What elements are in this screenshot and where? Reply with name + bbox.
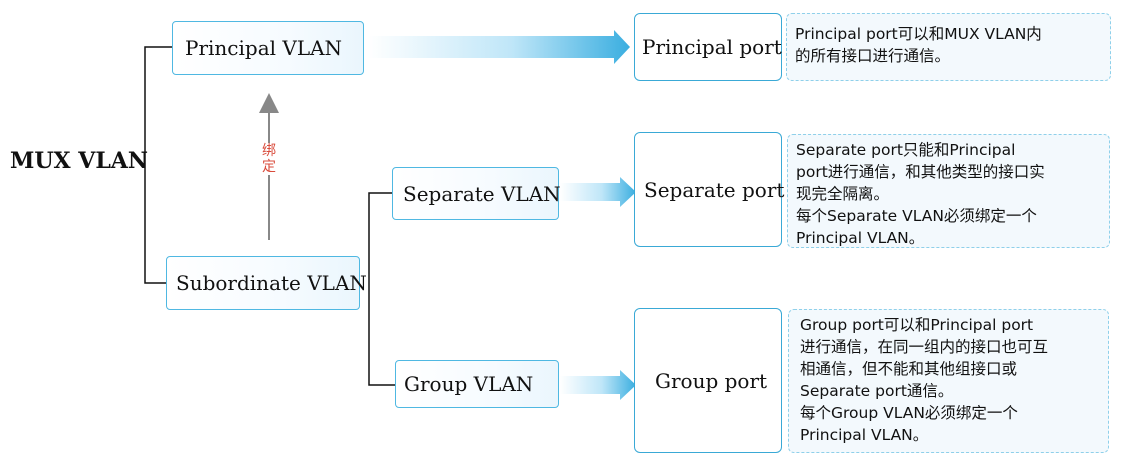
separate-port-label: Separate port — [644, 177, 785, 202]
note-line: Group port可以和Principal port — [800, 316, 1034, 334]
note-line: 现完全隔离。 — [796, 185, 890, 203]
note-line: 进行通信，在同一组内的接口也可互 — [800, 338, 1049, 356]
principal-note: Principal port可以和MUX VLAN内 的所有接口进行通信。 — [786, 13, 1111, 81]
note-line: Principal VLAN。 — [796, 229, 925, 247]
separate-arrow — [560, 177, 636, 207]
principal-port-label: Principal port — [642, 35, 782, 59]
note-line: Separate port只能和Principal — [796, 141, 1016, 159]
note-line: Principal VLAN。 — [800, 426, 929, 444]
subordinate-bracket — [368, 192, 396, 386]
separate-port-box: Separate port — [634, 132, 785, 247]
group-vlan-box: Group VLAN — [395, 360, 559, 408]
root-bracket — [144, 46, 172, 284]
subordinate-vlan-label: Subordinate VLAN — [176, 271, 367, 295]
note-line: 每个Separate VLAN必须绑定一个 — [796, 207, 1037, 225]
group-port-box: Group port — [634, 308, 782, 453]
note-line: port进行通信，和其他类型的接口实 — [796, 163, 1045, 181]
group-note: Group port可以和Principal port 进行通信，在同一组内的接… — [788, 309, 1109, 453]
note-line: 相通信，但不能和其他组接口或 — [800, 360, 1018, 378]
principal-vlan-box: Principal VLAN — [172, 21, 364, 75]
note-line: Principal port可以和MUX VLAN内 — [795, 25, 1042, 43]
separate-note: Separate port只能和Principal port进行通信，和其他类型… — [787, 134, 1110, 248]
principal-arrow — [368, 30, 630, 64]
bind-label: 绑定 — [261, 143, 277, 175]
principal-port-box: Principal port — [634, 13, 782, 81]
note-line: Separate port通信。 — [800, 382, 954, 400]
subordinate-vlan-box: Subordinate VLAN — [166, 256, 367, 310]
principal-vlan-label: Principal VLAN — [185, 36, 343, 60]
separate-vlan-label: Separate VLAN — [403, 181, 561, 206]
separate-vlan-box: Separate VLAN — [392, 167, 561, 220]
note-line: 的所有接口进行通信。 — [795, 47, 951, 65]
group-arrow — [560, 370, 636, 400]
mux-vlan-title: MUX VLAN — [10, 148, 148, 174]
group-port-label: Group port — [655, 368, 768, 393]
note-line: 每个Group VLAN必须绑定一个 — [800, 404, 1018, 422]
group-vlan-label: Group VLAN — [404, 372, 534, 396]
